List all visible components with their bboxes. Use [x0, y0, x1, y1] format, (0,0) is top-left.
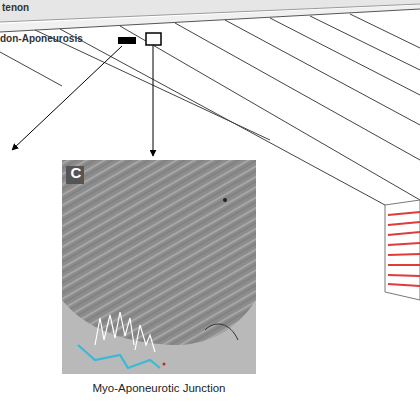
sarcomere-stripes: [388, 212, 420, 286]
structure-label: tenon: [2, 2, 29, 13]
pointer-arrow: [153, 46, 154, 156]
sample-marker: [118, 37, 136, 44]
structure-label: don-Aponeurosis: [0, 33, 83, 44]
aponeurosis-line: [0, 9, 420, 32]
sample-frame: [146, 33, 161, 45]
aponeurosis-band: [0, 5, 420, 32]
micrograph-panel: CMyo-Aponeurotic Junction: [62, 160, 256, 374]
panel-caption: Myo-Aponeurotic Junction: [42, 382, 276, 394]
micrograph: [62, 160, 256, 374]
pointer-arrow: [12, 46, 122, 150]
fibre-block: [385, 200, 420, 300]
panel-letter: C: [68, 164, 84, 181]
